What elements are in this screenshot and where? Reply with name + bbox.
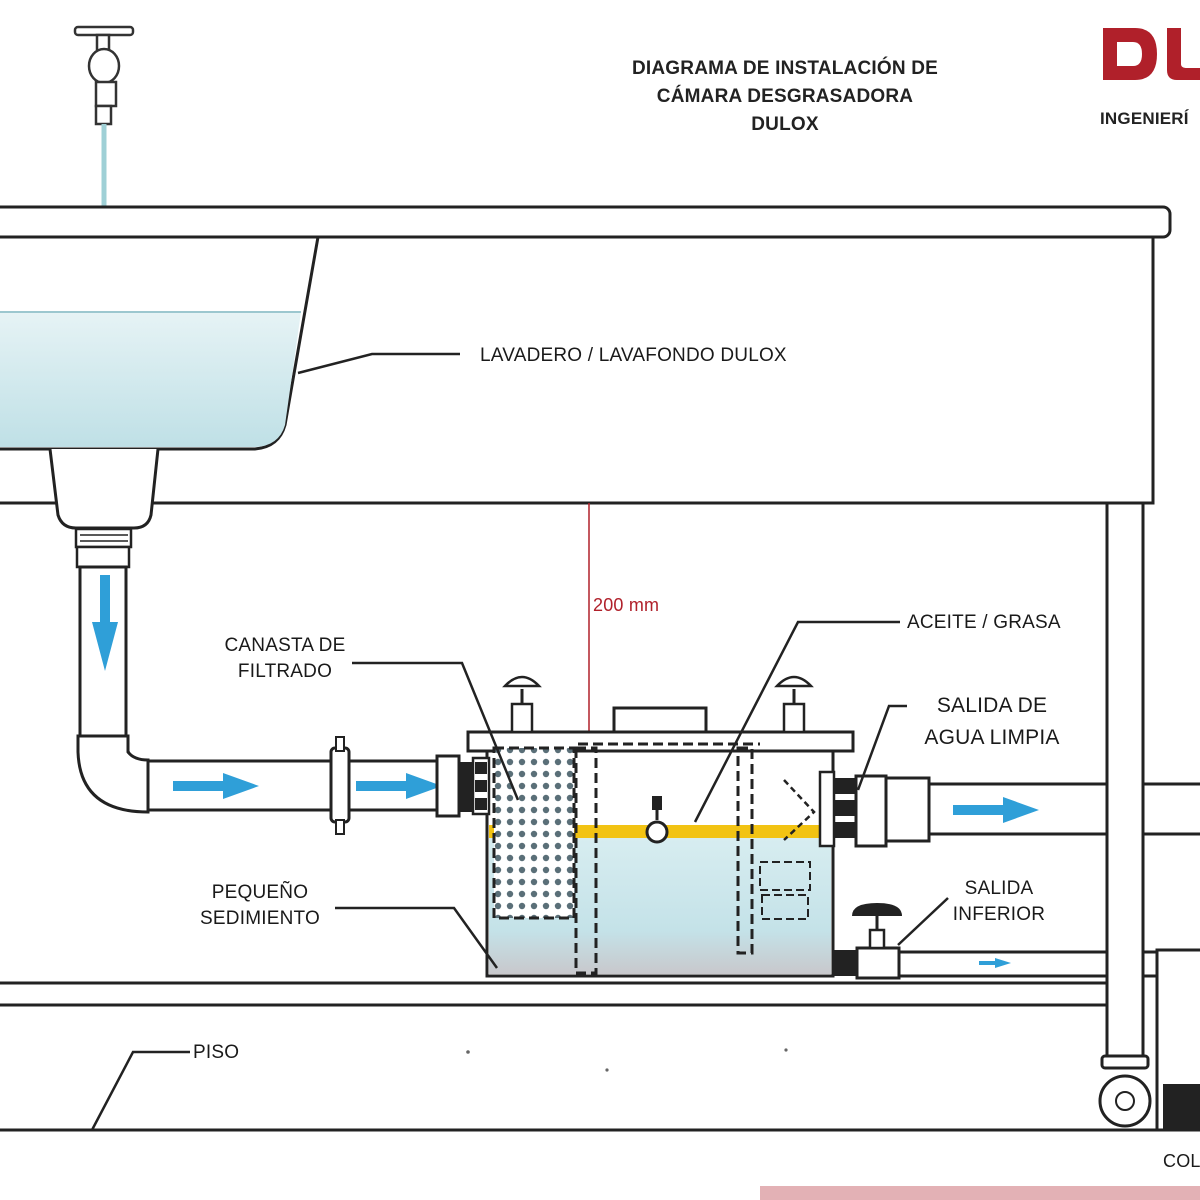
sink-drain	[48, 448, 160, 530]
title-line-1: DIAGRAMA DE INSTALACIÓN DE	[631, 58, 939, 79]
lower-outlet-pipe	[833, 903, 1200, 983]
title-line-2: CÁMARA DESGRASADORA	[656, 86, 914, 107]
label-filter-basket-line-2: FILTRADO	[237, 661, 333, 682]
flow-arrow-down	[92, 575, 118, 671]
label-lower-outlet-line-2: INFERIOR	[952, 904, 1046, 925]
faucet-icon	[73, 25, 135, 126]
label-sediment-line-1: PEQUEÑO	[211, 882, 309, 903]
vent-valve-right	[774, 675, 814, 734]
brand-tagline: INGENIERÍ	[1100, 109, 1189, 128]
flow-arrow-lower	[979, 958, 1011, 968]
label-clean-water-outlet: SALIDA DE AGUA LIMPIA	[912, 690, 1072, 754]
cabinet-front	[0, 237, 1155, 505]
label-clearance: 200 mm	[593, 595, 660, 615]
label-clean-water-outlet-line-1: SALIDA DE	[936, 694, 1048, 717]
label-lower-outlet: SALIDA INFERIOR	[940, 876, 1058, 928]
label-corner-partial: COL	[1163, 1151, 1200, 1171]
label-clean-water-outlet-line-2: AGUA LIMPIA	[924, 726, 1060, 749]
label-sediment: PEQUEÑO SEDIMIENTO	[190, 880, 330, 932]
vent-valve-left	[502, 675, 542, 734]
cabinet-leg	[1098, 501, 1200, 1132]
dulox-logo	[1103, 28, 1200, 80]
leader-lines	[90, 352, 949, 1131]
title-line-3: DULOX	[751, 114, 819, 135]
label-floor: PISO	[193, 1042, 240, 1063]
label-oil-grease: ACEITE / GRASA	[907, 612, 1061, 633]
label-sediment-line-2: SEDIMIENTO	[200, 908, 320, 929]
label-filter-basket-line-1: CANASTA DE	[224, 635, 346, 656]
pipe-flange	[329, 736, 351, 835]
label-filter-basket: CANASTA DE FILTRADO	[205, 633, 365, 685]
label-lower-outlet-line-1: SALIDA	[964, 878, 1034, 899]
label-sink: LAVADERO / LAVAFONDO DULOX	[480, 345, 787, 366]
counter-top	[0, 205, 1172, 239]
grease-trap-tank	[466, 706, 855, 978]
diagram-title: DIAGRAMA DE INSTALACIÓN DE CÁMARA DESGRA…	[560, 55, 1010, 139]
inlet-coupling	[435, 754, 491, 818]
drain-pipe	[76, 565, 441, 814]
